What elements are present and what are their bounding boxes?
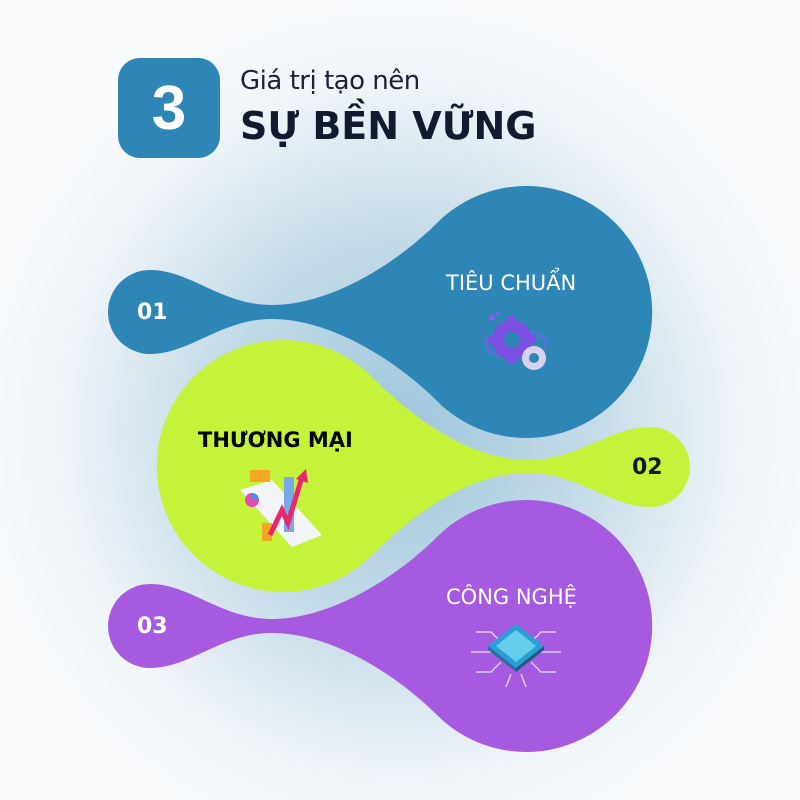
item-number-02: 02 <box>632 455 663 480</box>
header-title: SỰ BỀN VỮNG <box>240 104 537 148</box>
microchip-icon <box>471 624 561 688</box>
business-chart-icon <box>240 469 322 547</box>
header-subtitle: Giá trị tạo nên <box>240 66 420 96</box>
step-number-badge: 3 <box>118 58 220 158</box>
item-number-03: 03 <box>137 614 168 639</box>
item-label-thuong-mai: THƯƠNG MẠI <box>198 428 353 452</box>
item-number-01: 01 <box>137 300 168 325</box>
blob-cong-nghe <box>108 500 653 752</box>
blob-tieu-chuan <box>108 186 653 438</box>
item-label-cong-nghe: CÔNG NGHỆ <box>446 585 577 609</box>
item-label-tieu-chuan: TIÊU CHUẨN <box>446 271 577 295</box>
gears-icon <box>485 312 547 370</box>
